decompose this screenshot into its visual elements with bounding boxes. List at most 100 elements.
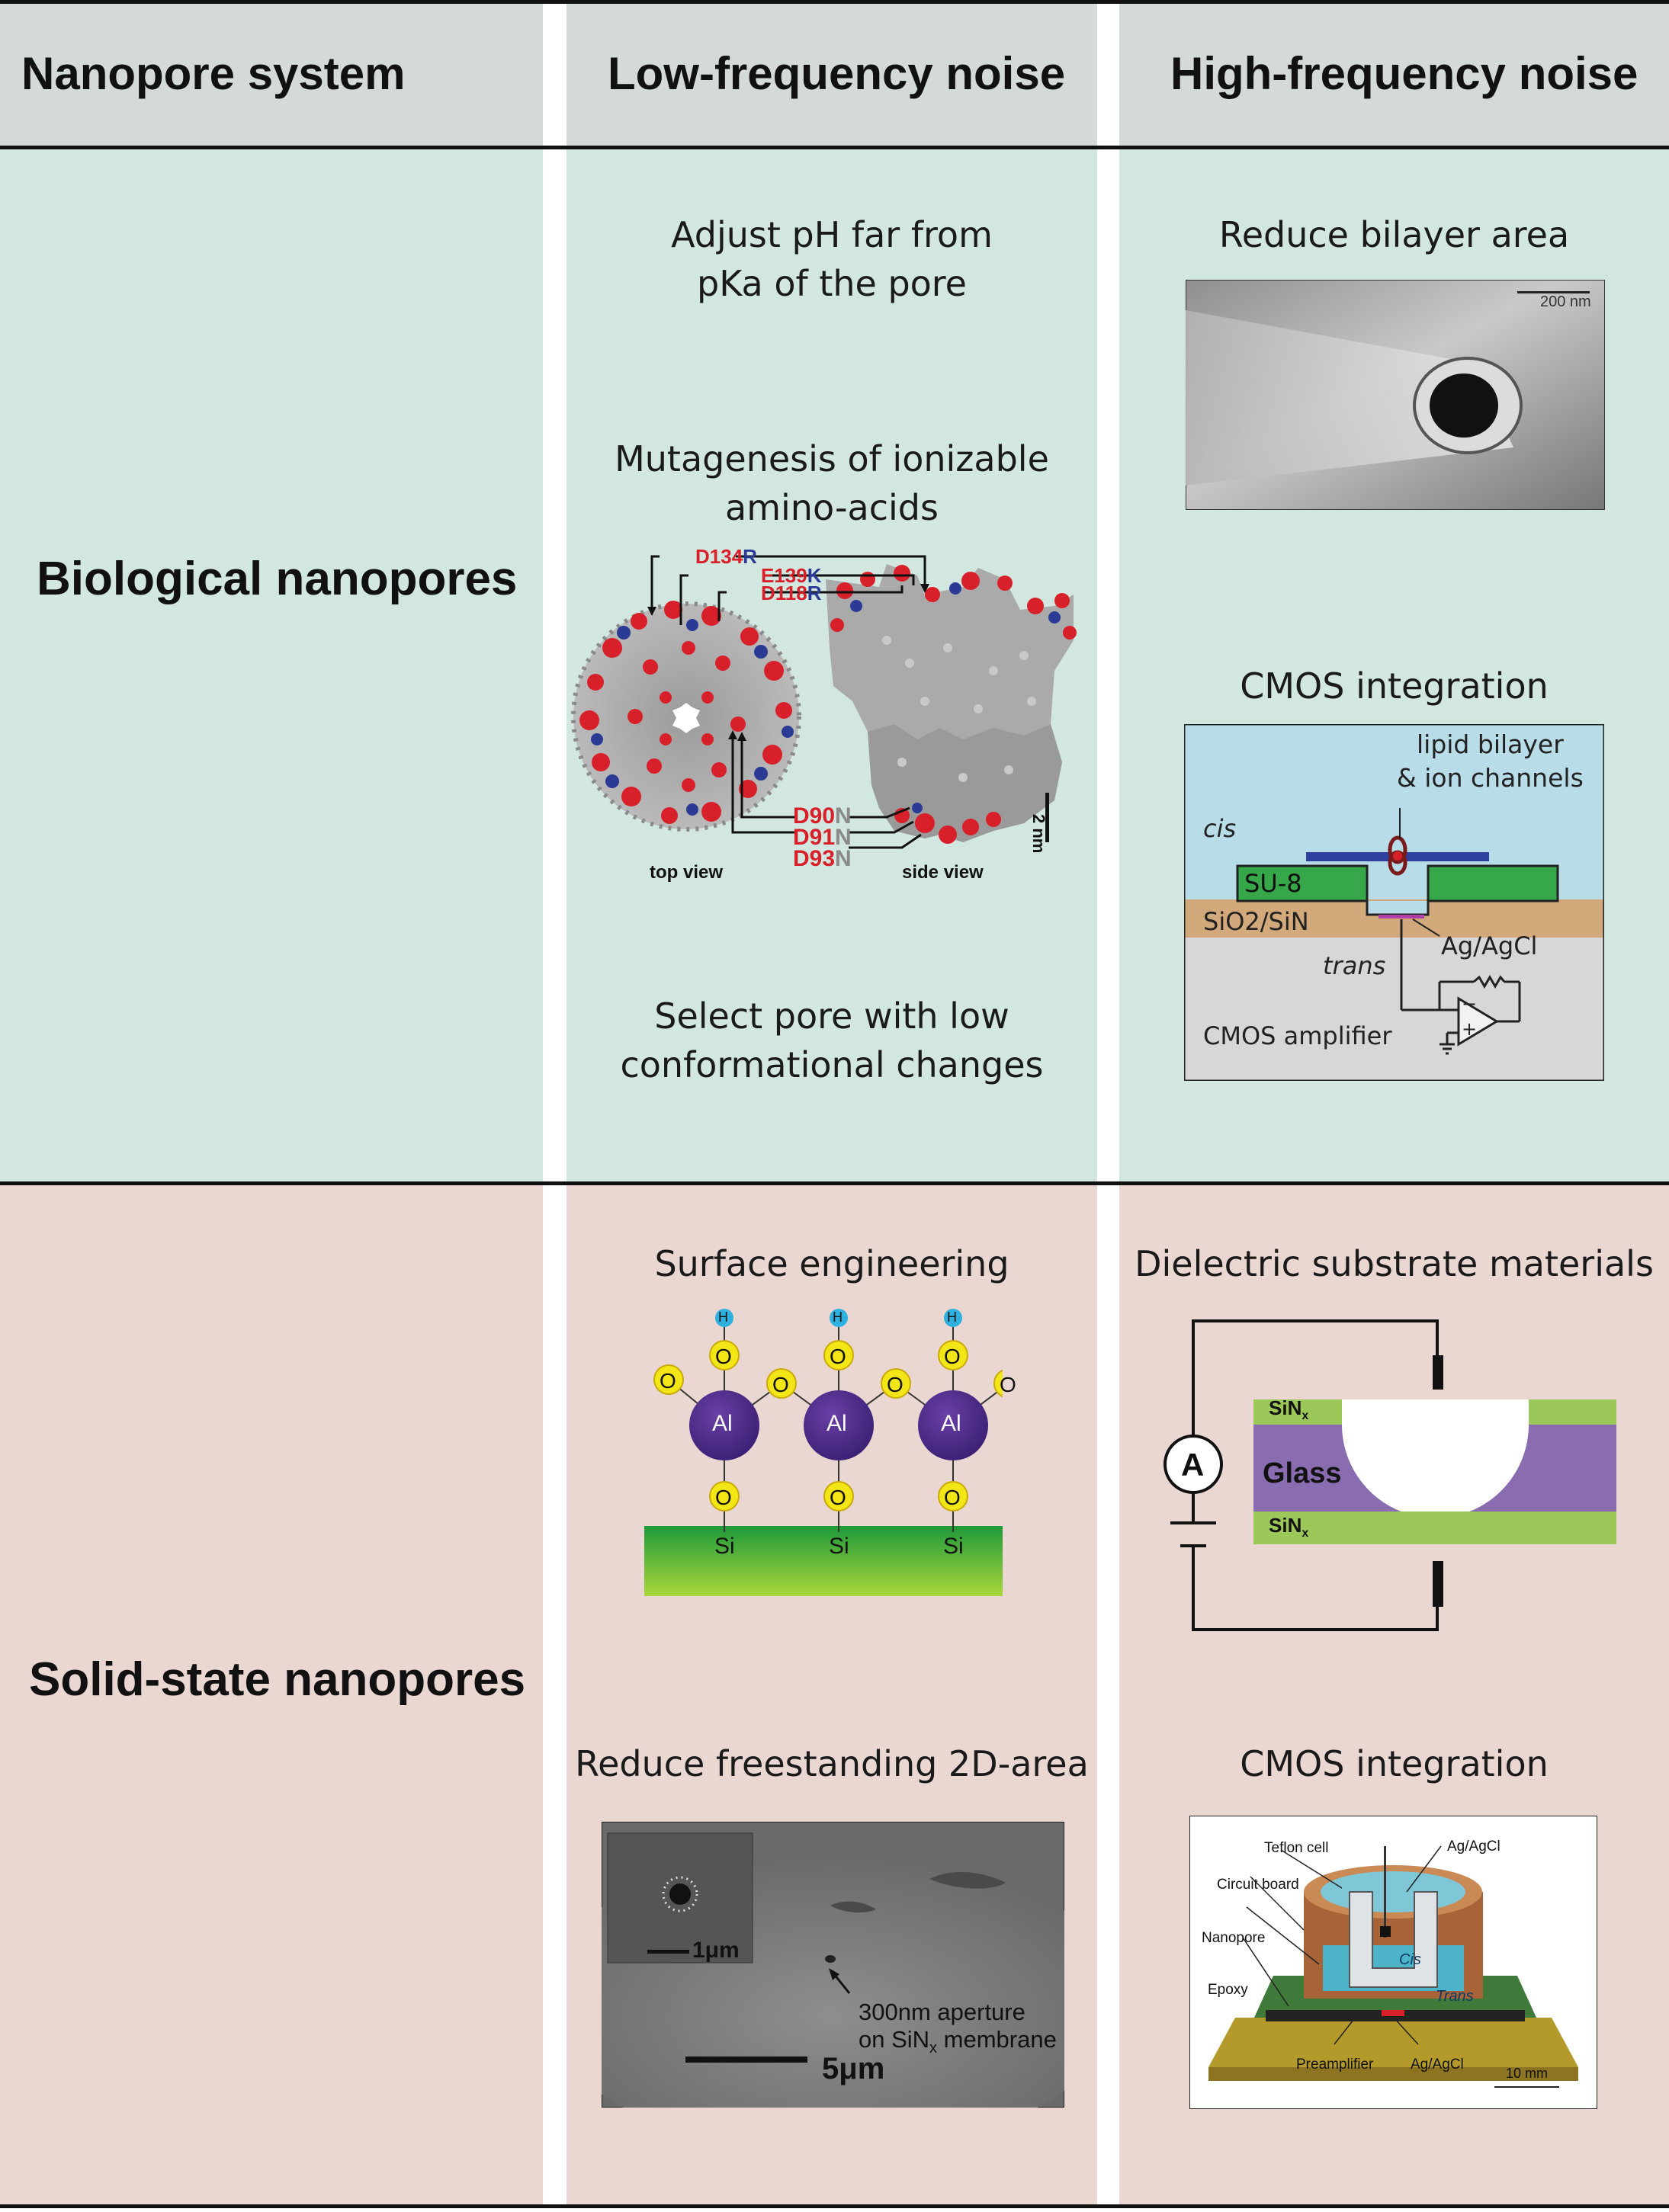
sinx-bottom [1253,1512,1616,1544]
caption-cmos-integration-ss: CMOS integration [1240,1743,1549,1784]
ammeter-label: A [1181,1447,1205,1483]
atom-o-bridge-2: O [772,1373,789,1396]
dielectric-circuit-diagram [1163,1319,1616,1631]
atom-si-3: Si [943,1534,964,1559]
atom-si-1: Si [714,1534,735,1559]
sinx-top-label: SiNx [1269,1396,1309,1423]
electrode [1379,915,1424,918]
cmos-bilayer-diagram [1184,724,1604,1081]
sinx-top-left [1253,1399,1342,1425]
sem-membrane-image [602,1822,1064,2108]
side-view-label: side view [902,862,984,883]
aluminum-atoms [689,1390,988,1460]
atom-o-top-3: O [944,1345,961,1368]
header-low-frequency-noise: Low-frequency noise [608,48,1066,99]
atom-o-bottom-2: O [830,1486,846,1509]
nanopore-label: Nanopore [1202,1930,1266,1946]
surface-chemistry-diagram [644,1309,1003,1596]
mutation-label-d93n: D93N [793,846,852,871]
caption-mutagenesis: Mutagenesis of ionizable amino-acids [615,438,1049,528]
amp-plus-sign: + [1462,1018,1478,1040]
sem-annotation: 300nm aperture on SiNx membrane [859,1999,1057,2057]
header-bg-col2 [566,4,1097,146]
bio-bg-col1 [0,149,543,1181]
side-view-protein [826,564,1077,844]
hydrogen-atoms [715,1309,962,1327]
cis-label: Cis [1399,1951,1421,1968]
header-nanopore-system: Nanopore system [21,48,406,99]
glass-label: Glass [1263,1457,1342,1489]
atom-h-3: H [947,1310,957,1325]
epoxy-label: Epoxy [1208,1982,1248,1998]
atom-o-top-1: O [715,1345,732,1368]
oxygen-atoms [653,1340,1003,1512]
teflon-label: Teflon cell [1264,1840,1329,1856]
cmos-sio2-label: SiO2/SiN [1203,907,1309,936]
atom-al-1: Al [712,1411,733,1436]
ion-channel-icon [1388,835,1407,876]
row-divider-rule [0,1181,1669,1185]
side-scale-bar [1045,793,1049,842]
atom-o-bridge-4: O [1000,1373,1016,1396]
sem-bilayer-image [1186,280,1605,510]
atom-h-2: H [833,1310,843,1325]
mutation-label-d91n: D91N [793,825,852,850]
caption-adjust-ph: Adjust pH far from pKa of the pore [671,214,993,304]
cmos-trans-label: trans [1323,951,1386,980]
circuit-board-label: Circuit board [1217,1877,1299,1893]
ss-bg-col1 [0,1185,543,2204]
amp-minus-sign: − [1462,993,1478,1015]
atom-si-2: Si [829,1534,849,1559]
mutation-label-d134r: D134R [695,545,757,568]
row-label-solid-state: Solid-state nanopores [29,1653,526,1706]
caption-cmos-integration-bio: CMOS integration [1240,665,1549,707]
caption-surface-engineering: Surface engineering [654,1243,1009,1284]
electrode-top [1433,1355,1443,1390]
cmos-cis-label: cis [1203,814,1237,843]
su8-left [1236,864,1369,902]
mutation-label-e139k: E139K [761,564,822,587]
bottom-rule [0,2204,1669,2208]
header-bg-col3 [1119,4,1669,146]
trans-label: Trans [1436,1988,1474,2005]
atom-h-1: H [718,1310,728,1325]
sem-membrane-scale-label: 5μm [822,2052,885,2085]
atom-o-bottom-1: O [715,1486,732,1509]
sinx-bottom-label: SiNx [1269,1514,1309,1540]
sem-inset-scale-label: 1μm [692,1938,740,1963]
device-scale-bar [1494,2086,1559,2088]
amplifier-symbol [1400,919,1521,1055]
device-scale-label: 10 mm [1506,2066,1549,2081]
caption-select-pore: Select pore with low conformational chan… [620,995,1044,1085]
sem-scale-label: 200 nm [1540,293,1591,310]
agcl-bottom-label: Ag/AgCl [1411,2057,1464,2073]
sinx-top-right [1529,1399,1616,1425]
sem-membrane-scale-bar [685,2057,807,2063]
header-rule [0,146,1669,149]
mutation-label-d90n: D90N [793,803,852,829]
ammeter-icon [1163,1435,1223,1494]
atom-o-bridge-1: O [660,1369,676,1393]
atom-o-top-2: O [830,1345,846,1368]
atom-al-2: Al [826,1411,847,1436]
su8-right [1427,864,1559,902]
preamplifier-label: Preamplifier [1296,2057,1374,2073]
top-rule [0,0,1669,4]
cmos-device-illustration [1189,1816,1597,2109]
sem-scale-bar [1517,291,1590,293]
cmos-su8-label: SU-8 [1244,869,1302,898]
side-view-scale-label: 2 nm [1029,814,1048,854]
cmos-amplifier-label: CMOS amplifier [1203,1021,1392,1050]
top-view-protein [571,601,801,832]
caption-reduce-bilayer: Reduce bilayer area [1218,214,1570,255]
circuit-board [1208,2018,1578,2067]
header-bg-col1 [0,4,543,146]
row-label-biological: Biological nanopores [37,553,518,605]
mutation-label-d118r: D118R [761,582,822,604]
top-view-label: top view [650,862,724,883]
atom-al-3: Al [941,1411,961,1436]
atom-o-bottom-3: O [944,1486,961,1509]
atom-o-bridge-3: O [887,1373,904,1396]
agcl-top-label: Ag/AgCl [1447,1839,1500,1855]
silicon-substrate [644,1526,1003,1596]
